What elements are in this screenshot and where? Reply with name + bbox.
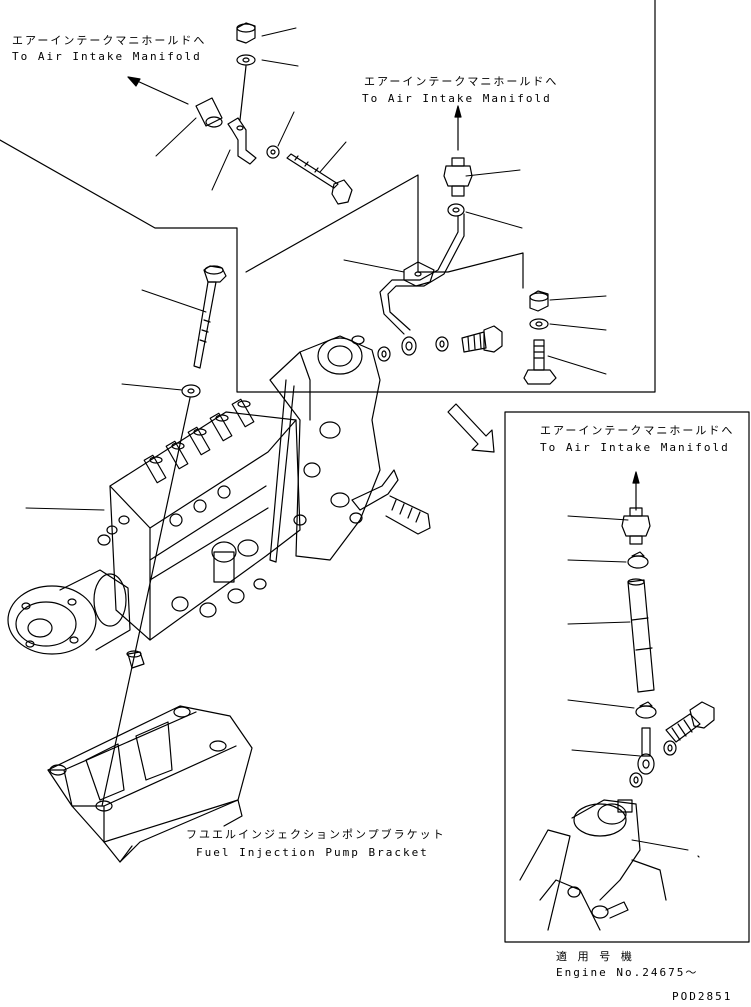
mount-axis-line [102, 398, 190, 806]
label-applicable-jp: 適 用 号 機 [556, 950, 634, 963]
label-top-left-jp: エアーインテークマニホールドへ [12, 34, 207, 47]
pipe-clip [415, 272, 421, 276]
label-top-mid-en: To Air Intake Manifold [362, 92, 552, 105]
hose-clamp-upper [628, 552, 648, 568]
governor-partial-view [520, 800, 666, 930]
washer-small [267, 146, 279, 158]
clip-bracket [228, 118, 256, 164]
fuel-pipe [380, 204, 464, 355]
label-engine-no: Engine No.24675～ [556, 966, 699, 979]
label-bracket-jp: フユエルインジェクションポンプブラケット [186, 828, 446, 841]
label-top-left-en: To Air Intake Manifold [12, 50, 202, 63]
hose-clamp-lower [636, 702, 656, 718]
caption-tick [698, 856, 699, 857]
bolt-long-upper [287, 154, 352, 204]
drive-coupling [8, 570, 130, 654]
label-top-mid-jp: エアーインテークマニホールドへ [364, 75, 559, 88]
view-direction-arrow [448, 404, 494, 452]
stud-bolt [524, 340, 556, 384]
fuel-injection-pump [8, 336, 430, 654]
washer-pair-mid [378, 337, 448, 361]
washer-top [237, 55, 255, 65]
right-detail-frame [505, 412, 749, 942]
label-right-en: To Air Intake Manifold [540, 441, 730, 454]
eye-bolt-mid [462, 326, 502, 352]
arrow-to-manifold-left [128, 77, 188, 104]
union-fitting-mid [444, 158, 472, 196]
bolt-axis-line [240, 66, 246, 120]
nut-right-upper [530, 291, 548, 311]
rubber-hose [628, 579, 654, 692]
washer-right [630, 773, 642, 787]
eye-bolt-right [664, 702, 714, 755]
long-bolt-left [194, 266, 226, 368]
elbow-pipe [638, 728, 654, 774]
label-bracket-en: Fuel Injection Pump Bracket [196, 846, 429, 859]
leader-lines [26, 28, 688, 850]
governor-housing [270, 336, 380, 562]
delivery-valve-holders [144, 399, 254, 483]
drawing-code: POD2851 [672, 990, 733, 1003]
pump-bracket [48, 706, 252, 862]
label-right-jp: エアーインテークマニホールドへ [540, 424, 735, 437]
washer-left [182, 385, 200, 397]
arrow-to-manifold-right [633, 472, 639, 510]
washer-right-upper [530, 319, 548, 329]
dowel-pin [127, 651, 144, 668]
arrow-to-manifold-mid [455, 106, 461, 150]
union-fitting-right [622, 508, 650, 544]
nut-top [237, 23, 255, 43]
spacer-collar [196, 98, 222, 127]
control-lever [350, 470, 430, 534]
